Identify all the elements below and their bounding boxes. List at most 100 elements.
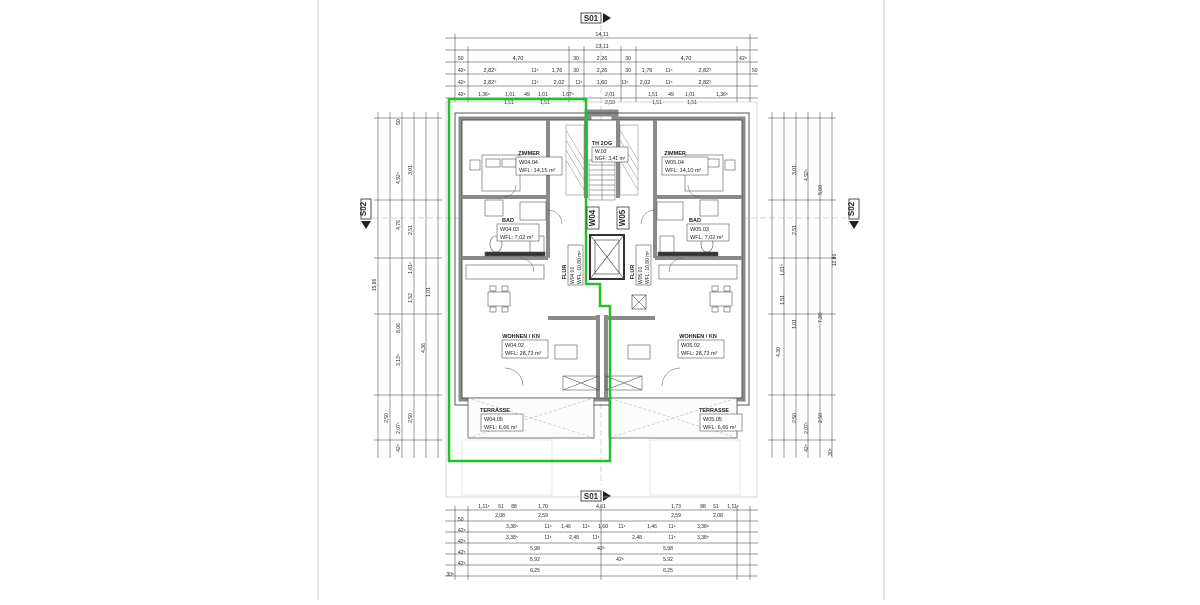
svg-text:2,07⁵: 2,07⁵ [396, 422, 402, 434]
svg-text:1,36⁵: 1,36⁵ [716, 92, 728, 98]
svg-text:4,36: 4,36 [421, 343, 427, 353]
svg-text:1,67⁵: 1,67⁵ [562, 92, 574, 98]
svg-text:51: 51 [498, 504, 504, 510]
svg-text:1,60: 1,60 [598, 524, 608, 530]
svg-text:11⁵: 11⁵ [668, 535, 675, 541]
svg-text:2,07⁵: 2,07⁵ [804, 422, 810, 434]
svg-text:W04.01: W04.01 [570, 267, 576, 284]
svg-text:1,76: 1,76 [642, 68, 653, 74]
room-stamp-wohnen-right: WOHNEN / KN W05.02 WFL: 28,73 m² [677, 334, 725, 359]
svg-text:1,11⁵: 1,11⁵ [727, 504, 738, 510]
svg-text:1,51: 1,51 [652, 100, 662, 106]
dimension-chain-right [768, 112, 836, 458]
svg-text:3,38⁵: 3,38⁵ [697, 535, 709, 541]
room-stamp-flur-left: FLUR W04.01 WFL: 10,80 m² [562, 244, 584, 286]
svg-text:15,86: 15,86 [372, 279, 378, 292]
svg-text:30: 30 [625, 68, 631, 74]
svg-text:W04.03: W04.03 [500, 227, 519, 233]
svg-text:2,82⁵: 2,82⁵ [484, 67, 497, 74]
svg-text:3,13⁵: 3,13⁵ [396, 354, 402, 366]
section-mark-s01-top: S01 [580, 12, 611, 24]
svg-text:ZIMMER: ZIMMER [664, 151, 686, 157]
svg-text:1,46: 1,46 [561, 524, 571, 530]
svg-text:4,92⁵: 4,92⁵ [396, 172, 402, 184]
room-stamp-terrasse-right: TERRASSE W05.05 WFL: 6,66 m² [699, 408, 743, 432]
svg-text:49: 49 [668, 92, 674, 98]
svg-text:2,50: 2,50 [384, 413, 390, 423]
svg-text:11⁵: 11⁵ [531, 68, 538, 74]
svg-text:13,11: 13,11 [595, 44, 608, 50]
dimension-chain-top [445, 34, 758, 102]
section-mark-s02-left: S02 [359, 198, 372, 229]
section-mark-s01-bottom: S01 [580, 490, 611, 502]
door-swings [503, 184, 701, 387]
svg-text:1,01: 1,01 [426, 287, 432, 297]
unit-highlight-outline [447, 97, 612, 463]
svg-text:NGF: 3,41 m²: NGF: 3,41 m² [595, 156, 626, 162]
svg-text:WFL: 6,66 m²: WFL: 6,66 m² [484, 425, 517, 431]
svg-text:W05.03: W05.03 [690, 227, 709, 233]
svg-text:5,98: 5,98 [663, 546, 673, 552]
svg-text:S01: S01 [584, 492, 599, 501]
svg-text:WFL: 7,02 m²: WFL: 7,02 m² [690, 235, 723, 241]
svg-text:11⁵: 11⁵ [621, 80, 628, 86]
unit-tag-w04: W04 [586, 206, 600, 230]
dining-set-left [465, 264, 578, 360]
svg-text:FLUR: FLUR [562, 265, 568, 280]
svg-text:WFL: 28,73 m²: WFL: 28,73 m² [505, 351, 542, 357]
svg-text:1,73: 1,73 [671, 504, 681, 510]
svg-text:WOHNEN / KN: WOHNEN / KN [502, 334, 540, 340]
svg-text:1,36⁵: 1,36⁵ [478, 92, 490, 98]
svg-text:42⁵: 42⁵ [458, 68, 466, 74]
svg-text:2,02: 2,02 [554, 80, 565, 86]
svg-text:1,46: 1,46 [647, 524, 657, 530]
svg-text:BAD: BAD [689, 218, 701, 224]
svg-text:TH 2OG: TH 2OG [592, 141, 612, 147]
svg-text:49: 49 [524, 92, 530, 98]
svg-text:TERRASSE: TERRASSE [480, 408, 510, 414]
dimension-labels-top: 14,11 13,11 4,70 30 2,26 30 4,70 42⁵ 2,8… [458, 32, 758, 106]
svg-text:8,06: 8,06 [396, 323, 402, 333]
bath-fixtures-left [484, 199, 547, 257]
svg-text:W.03: W.03 [595, 149, 607, 155]
dining-set-right [627, 264, 738, 360]
svg-text:42⁵: 42⁵ [458, 539, 466, 545]
svg-text:2,02: 2,02 [640, 80, 651, 86]
svg-text:1,51: 1,51 [687, 100, 697, 106]
svg-text:1,51: 1,51 [540, 100, 550, 106]
svg-text:2,26: 2,26 [597, 56, 608, 62]
svg-text:88: 88 [511, 504, 517, 510]
svg-text:2,48: 2,48 [569, 535, 579, 541]
shaft-small [631, 294, 647, 310]
svg-text:4,70: 4,70 [513, 56, 524, 62]
svg-text:1,61⁵: 1,61⁵ [408, 262, 414, 274]
svg-text:6,25: 6,25 [530, 568, 540, 574]
svg-text:11⁵: 11⁵ [544, 535, 551, 541]
dimension-chain-bottom [445, 506, 758, 580]
svg-text:1,70: 1,70 [538, 504, 548, 510]
section-mark-s02-right: S02 [847, 198, 860, 229]
svg-text:1,60: 1,60 [597, 80, 608, 86]
svg-text:50: 50 [458, 56, 464, 62]
terrace-doors [562, 375, 643, 391]
svg-text:ZIMMER: ZIMMER [518, 151, 540, 157]
svg-text:4,61: 4,61 [596, 504, 606, 510]
svg-text:1,51: 1,51 [648, 92, 658, 98]
svg-text:S02: S02 [359, 201, 368, 216]
svg-text:42⁵: 42⁵ [458, 528, 466, 534]
svg-text:WFL: 6,66 m²: WFL: 6,66 m² [703, 425, 736, 431]
svg-text:42⁵: 42⁵ [597, 546, 605, 552]
svg-text:2,48: 2,48 [632, 535, 642, 541]
svg-text:WFL: 14,10 m²: WFL: 14,10 m² [665, 168, 702, 174]
svg-text:2,26: 2,26 [597, 68, 608, 74]
svg-text:2,01: 2,01 [605, 92, 615, 98]
svg-text:7,20: 7,20 [818, 313, 824, 323]
svg-text:FLUR: FLUR [630, 265, 636, 280]
svg-text:30: 30 [573, 56, 579, 62]
svg-text:3,38⁵: 3,38⁵ [506, 524, 518, 530]
svg-text:WFL: 28,73 m²: WFL: 28,73 m² [681, 351, 718, 357]
svg-text:1,61⁵: 1,61⁵ [780, 264, 786, 276]
svg-text:3,38⁵: 3,38⁵ [506, 535, 518, 541]
room-stamp-zimmer-left: ZIMMER W04.04 WFL: 14,15 m² [515, 151, 563, 176]
svg-text:4,76: 4,76 [396, 220, 402, 230]
